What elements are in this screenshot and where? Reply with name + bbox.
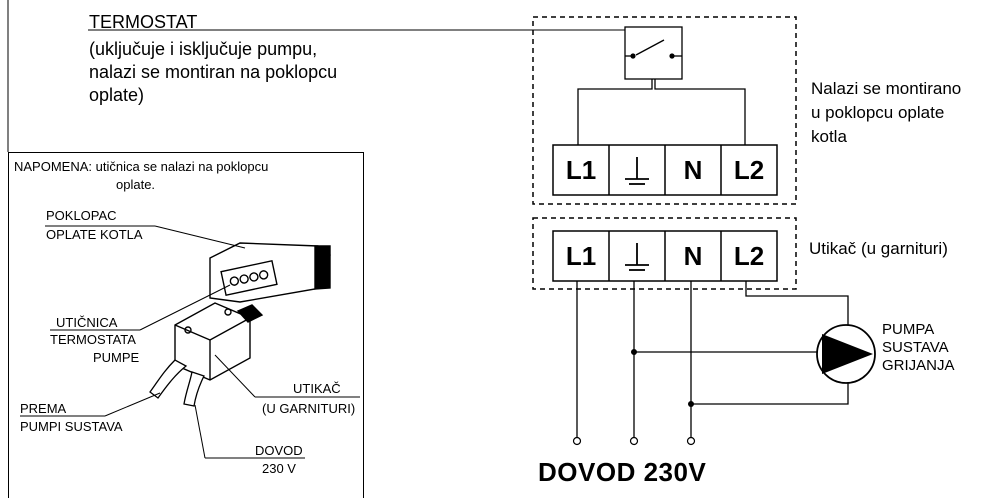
plug-illustration (174, 302, 264, 381)
supply-inset-line2: 230 V (262, 461, 296, 476)
upper-box-note-line3: kotla (811, 127, 847, 146)
ground-icon-upper (625, 157, 649, 185)
to-pump-label-line1: PREMA (20, 401, 67, 416)
wire-switch-to-l1 (577, 79, 653, 145)
supply-label: DOVOD 230V (538, 457, 707, 487)
inset-note-line2: oplate. (116, 177, 156, 192)
thermostat-desc-line2: nalazi se montiran na poklopcu (89, 62, 338, 82)
inset-panel (8, 152, 364, 498)
lower-dashed-box (532, 217, 797, 290)
pump-triangle (822, 334, 873, 374)
wire-n-to-pump (691, 383, 849, 405)
upper-terminal-n: N (683, 155, 703, 185)
plug-label-line1: UTIKAČ (293, 381, 341, 396)
cover-label-line1: POKLOPAC (46, 208, 117, 223)
upper-terminal-l1: L1 (565, 155, 597, 185)
pump-label-line2: SUSTAVA (882, 339, 949, 356)
terminal-circle-n (686, 436, 696, 446)
upper-box-note-line1: Nalazi se montirano (811, 79, 962, 98)
supply-inset-line1: DOVOD (255, 443, 303, 458)
upper-terminal-l2: L2 (733, 155, 765, 185)
cable-illustration (149, 359, 205, 407)
lower-terminal-l2: L2 (733, 241, 765, 271)
switch-blade (635, 39, 665, 56)
socket-label-line3: PUMPE (93, 350, 140, 365)
pump-label-line1: PUMPA (882, 321, 935, 338)
pump-label-line3: GRIJANJA (882, 357, 955, 374)
socket-label-line1: UTIČNICA (56, 315, 118, 330)
lower-terminal-n: N (683, 241, 703, 271)
thermostat-desc-line3: oplate) (89, 85, 145, 105)
cover-label-line2: OPLATE KOTLA (46, 227, 143, 242)
thermostat-desc-line1: (uključuje i isključuje pumpu, (89, 39, 318, 59)
lower-terminal-l1: L1 (565, 241, 597, 271)
to-pump-label-line2: PUMPI SUSTAVA (20, 419, 123, 434)
boiler-cover-illustration (209, 242, 331, 303)
lower-box-note: Utikač (u garnituri) (809, 239, 948, 258)
terminal-circle-ground (629, 436, 639, 446)
wire-l2-to-pump (745, 281, 849, 329)
socket-label-line2: TERMOSTATA (50, 332, 136, 347)
thermostat-title: TERMOSTAT (89, 12, 198, 32)
terminal-circle-l1 (572, 436, 582, 446)
wire-switch-to-l2 (654, 79, 746, 145)
thermostat-switch-box (624, 26, 683, 80)
ground-icon-lower (625, 243, 649, 271)
inset-leader-lines (20, 225, 360, 459)
plug-label-line2: (U GARNITURI) (262, 401, 356, 416)
inset-note-line1: NAPOMENA: utičnica se nalazi na poklopcu (14, 159, 269, 174)
upper-box-note-line2: u poklopcu oplate (811, 103, 945, 122)
